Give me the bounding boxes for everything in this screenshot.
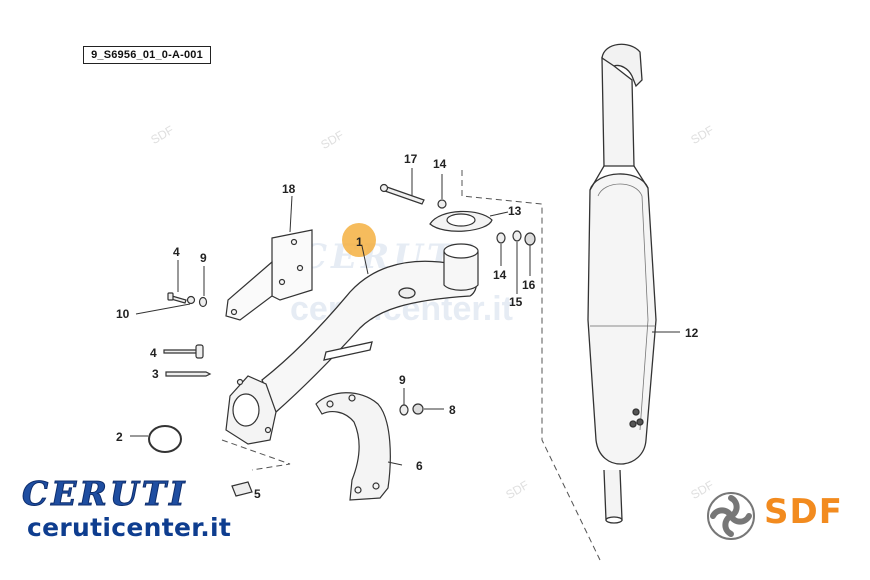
callout-3: 3 [152, 367, 159, 381]
ceruti-site-link[interactable]: ceruticenter.it [27, 513, 232, 542]
highlight-marker [342, 223, 376, 257]
part-16-nut [524, 232, 536, 246]
callout-17: 17 [404, 152, 418, 166]
sdf-logo-icon [707, 492, 755, 540]
part-2-gasket-ring [148, 425, 182, 453]
part-18-bracket [225, 229, 313, 321]
part-9-washer [399, 404, 409, 416]
watermark-sdf: SDF [688, 123, 716, 147]
part-15-washer [512, 230, 522, 242]
callout-15: 15 [509, 295, 523, 309]
part-1-pipe-stub [443, 243, 479, 291]
callout-9: 9 [399, 373, 406, 387]
part-14-washer [496, 232, 506, 244]
callout-4: 4 [173, 245, 180, 259]
callout-16: 16 [522, 278, 536, 292]
callout-12: 12 [685, 326, 699, 340]
leader-1 [361, 245, 369, 275]
callout-8: 8 [449, 403, 456, 417]
callout-14: 14 [433, 157, 447, 171]
part-6-strap [315, 392, 391, 501]
callout-10: 10 [116, 307, 130, 321]
part-13-gasket [429, 210, 493, 232]
part-17-bolt [379, 183, 425, 205]
assembly-dash-lines [221, 170, 601, 561]
leader-18 [289, 195, 293, 233]
callout-14: 14 [493, 268, 507, 282]
callout-5: 5 [254, 487, 261, 501]
callout-6: 6 [416, 459, 423, 473]
part-10-washer [186, 295, 196, 305]
part-8-nut [412, 403, 424, 415]
watermark-sdf: SDF [318, 128, 346, 152]
part-1-flange [225, 375, 277, 445]
part-14-washer [437, 199, 447, 209]
part-1-exhaust-pipe [261, 260, 478, 414]
reference-code-box: 9_S6956_01_0-A-001 [83, 46, 211, 64]
watermark-sdf: SDF [148, 123, 176, 147]
ceruti-logo: CERUTI [22, 474, 188, 514]
part-9-washer [198, 296, 208, 308]
part-12-muffler [587, 43, 657, 524]
part-4-bolt-upper [167, 292, 187, 304]
sdf-logo-text: SDF [764, 492, 843, 532]
callout-13: 13 [508, 204, 522, 218]
leader-10 [135, 303, 191, 315]
watermark-sdf: SDF [503, 478, 531, 502]
part-3-pin [165, 371, 212, 377]
part-5-clip [231, 481, 253, 497]
callout-18: 18 [282, 182, 296, 196]
callout-1: 1 [356, 235, 363, 249]
callout-9: 9 [200, 251, 207, 265]
callout-2: 2 [116, 430, 123, 444]
part-4-bolt-lower [163, 344, 204, 359]
callout-4: 4 [150, 346, 157, 360]
leader-13 [489, 211, 509, 217]
leader-6 [387, 461, 403, 466]
